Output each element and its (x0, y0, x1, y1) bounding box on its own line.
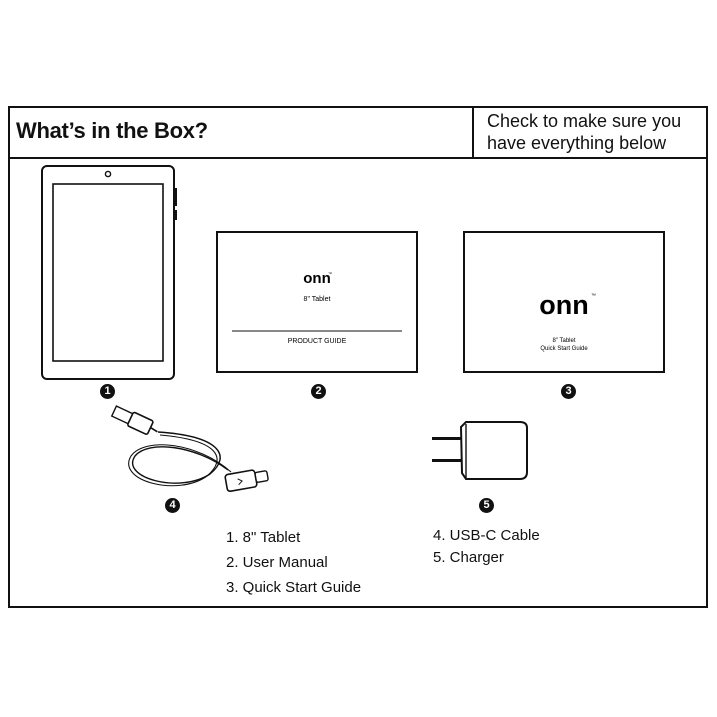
item-number-5: 5 (479, 498, 494, 513)
manual-subtitle: 8" Tablet (304, 296, 331, 303)
list-item: 1. 8" Tablet (226, 529, 301, 546)
item-number-4: 4 (165, 498, 180, 513)
list-item: 4. USB-C Cable (433, 527, 540, 544)
checklist-note: Check to make sure you have everything b… (487, 110, 702, 154)
quick-start-illustration: onn ™ 8" Tablet Quick Start Guide (463, 231, 665, 373)
header-row: What’s in the Box? Check to make sure yo… (10, 108, 706, 159)
item-number-2: 2 (311, 384, 326, 399)
contents-box: What’s in the Box? Check to make sure yo… (8, 106, 708, 608)
note-line-1: Check to make sure you (487, 111, 682, 131)
item-number-3: 3 (561, 384, 576, 399)
user-manual-illustration: onn ™ 8" Tablet PRODUCT GUIDE (216, 231, 418, 373)
quick-start-subtitle-1: 8" Tablet (552, 338, 575, 344)
item-list-left: 1. 8" Tablet 2. User Manual 3. Quick Sta… (226, 525, 361, 600)
manual-label: PRODUCT GUIDE (288, 338, 347, 345)
charger-illustration (432, 421, 528, 480)
page-title: What’s in the Box? (16, 118, 208, 143)
header-divider (472, 108, 474, 157)
quick-start-subtitle-2: Quick Start Guide (540, 346, 588, 352)
list-item: 3. Quick Start Guide (226, 579, 362, 596)
list-item: 5. Charger (433, 549, 504, 566)
note-line-2: have everything below (487, 133, 667, 153)
list-item: 2. User Manual (226, 554, 328, 571)
manual-brand: onn (303, 270, 331, 287)
quick-start-trademark: ™ (591, 293, 596, 299)
quick-start-brand: onn (539, 290, 588, 320)
tablet-illustration (41, 165, 177, 380)
usb-c-cable-illustration (110, 405, 269, 493)
item-number-1: 1 (100, 384, 115, 399)
manual-trademark: ™ (328, 271, 332, 276)
item-list-right: 4. USB-C Cable 5. Charger (433, 525, 540, 569)
